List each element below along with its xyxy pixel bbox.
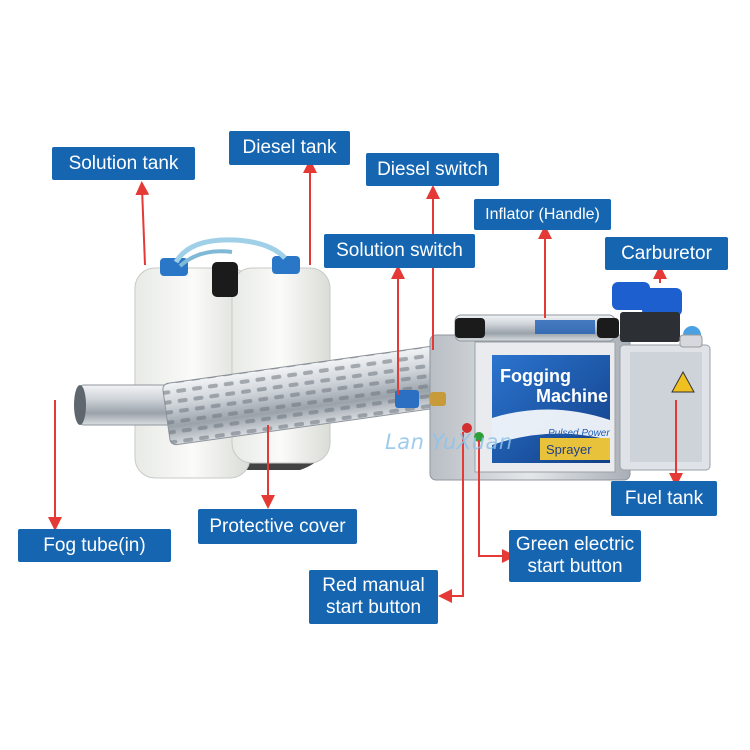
label-inflator: Inflator (Handle)	[474, 199, 611, 230]
panel-title-1: Fogging	[500, 366, 571, 386]
arrow-green-start	[478, 440, 516, 563]
callout-arrows	[48, 159, 683, 603]
watermark: Lan YuXuan	[385, 430, 513, 454]
label-protective-cover: Protective cover	[198, 509, 357, 544]
label-red-start-line2: start button	[325, 597, 422, 618]
label-green-start: Green electric start button	[509, 530, 641, 582]
label-diesel-switch: Diesel switch	[366, 153, 499, 186]
label-red-start-line1: Red manual	[322, 575, 425, 596]
label-solution-switch: Solution switch	[324, 234, 475, 268]
protective-cover-shape	[162, 342, 468, 446]
product-panel: Fogging Machine Pulsed Power Sprayer	[492, 355, 610, 463]
green-electric-button-shape	[474, 432, 484, 442]
panel-band-text: Sprayer	[546, 442, 592, 457]
fuel-tank-shape	[619, 334, 711, 471]
label-diesel-tank: Diesel tank	[229, 131, 350, 165]
valves	[395, 390, 484, 442]
arrow-solution-tank	[135, 181, 150, 266]
carburetor-shape	[612, 282, 701, 344]
label-red-start: Red manual start button	[309, 570, 438, 624]
label-carburetor: Carburetor	[605, 237, 728, 270]
arrow-red-start	[438, 432, 464, 603]
label-solution-tank: Solution tank	[52, 147, 195, 180]
label-fog-tube: Fog tube(in)	[18, 529, 171, 562]
fog-tube-shape	[74, 384, 189, 426]
label-green-start-line1: Green electric	[515, 534, 635, 555]
panel-title-2: Machine	[536, 386, 608, 406]
tank-caps	[160, 237, 300, 297]
red-manual-button-shape	[462, 423, 472, 433]
label-green-start-line2: start button	[527, 556, 623, 577]
panel-subtitle: Pulsed Power	[548, 428, 610, 439]
label-fuel-tank: Fuel tank	[611, 481, 717, 516]
